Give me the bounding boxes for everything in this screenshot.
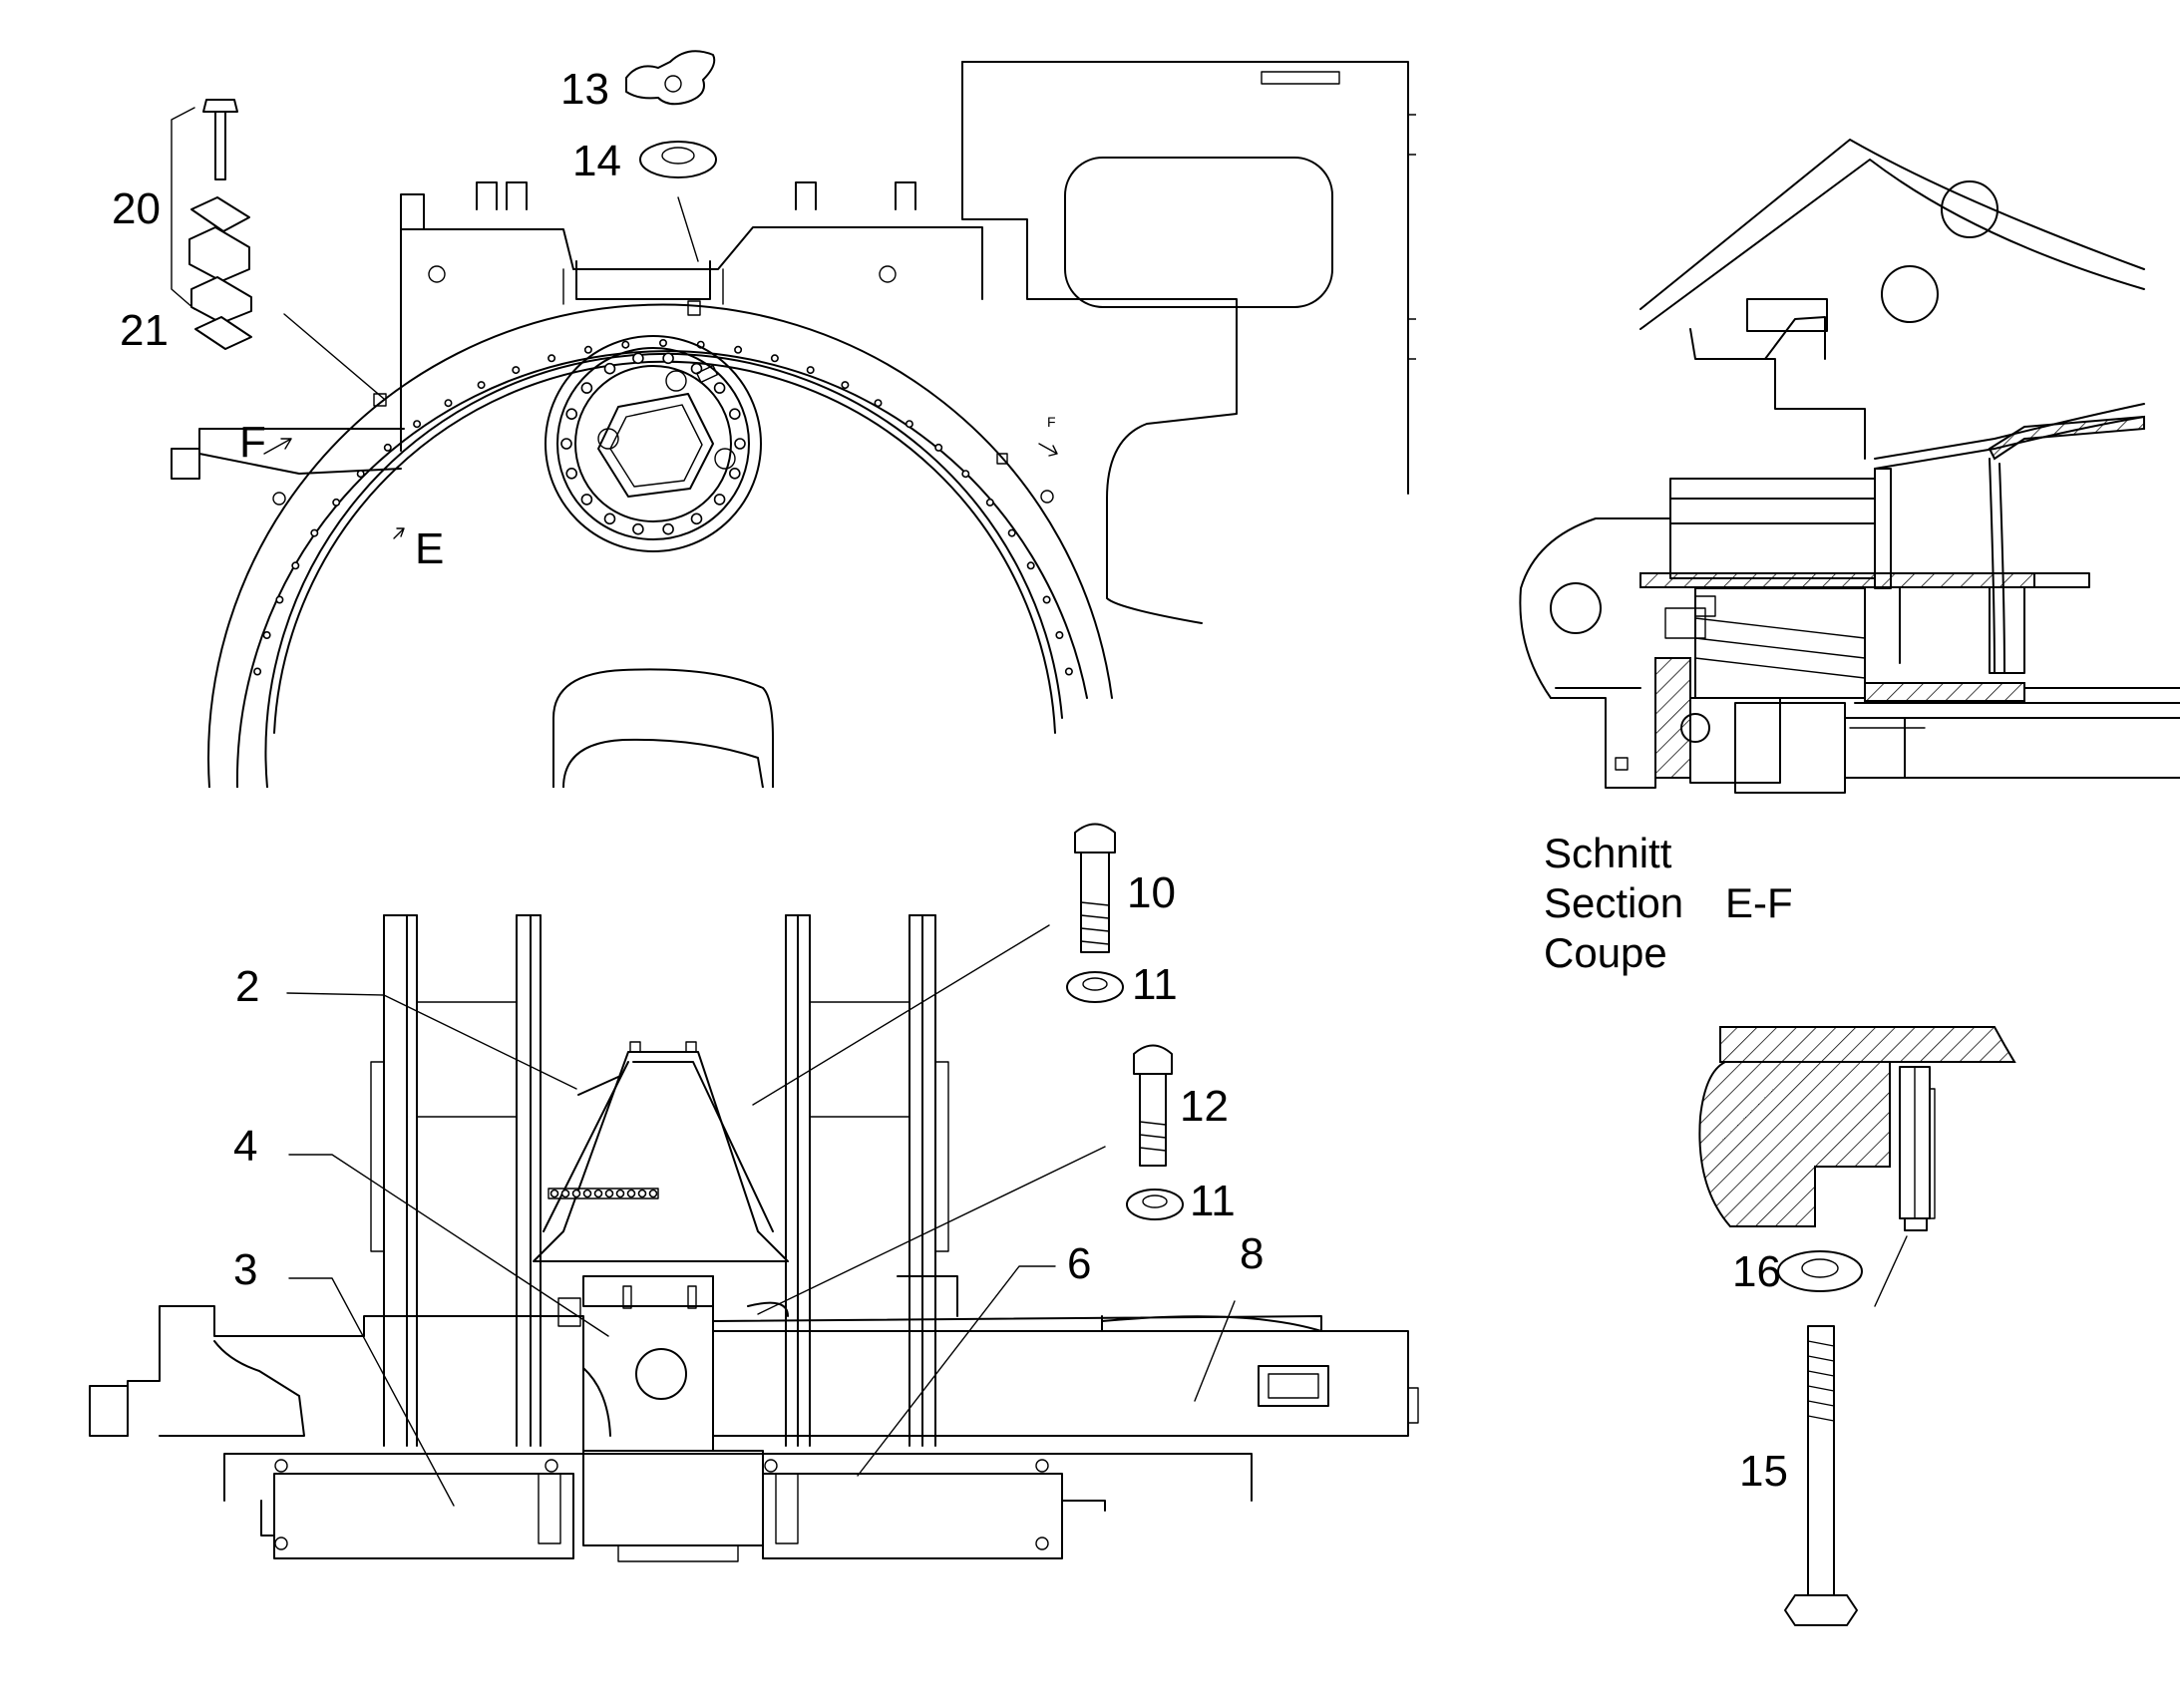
bolt-hole: [549, 1189, 559, 1198]
bolt-hole: [905, 420, 913, 429]
section-mark-f-left: F: [239, 418, 266, 467]
bolt-hole: [560, 438, 572, 450]
bolt-hole: [275, 595, 284, 604]
bolt-hole: [565, 467, 578, 480]
bolt-hole: [985, 498, 994, 507]
caption-section-id: E-F: [1725, 879, 1793, 926]
washer-11-lower: [1126, 1189, 1184, 1220]
drive-flange: [545, 335, 762, 552]
bolt-hole: [734, 345, 743, 354]
bolt-hole: [582, 1189, 592, 1198]
bolt-hole: [662, 352, 674, 365]
bolt-hole: [565, 408, 578, 421]
callout-20: 20: [112, 184, 161, 233]
callout-11-lower: 11: [1190, 1177, 1236, 1225]
bolt-hole: [1064, 667, 1073, 676]
bolt-hole: [728, 467, 741, 480]
bolt-hole: [626, 1189, 636, 1198]
bolt-hole: [603, 512, 616, 525]
callout-4: 4: [233, 1122, 257, 1171]
bolt-hole: [444, 399, 453, 408]
callout-12: 12: [1180, 1082, 1229, 1131]
bolt-hole: [253, 667, 262, 676]
section-mark-e: E: [415, 524, 444, 573]
callout-labels: 13 14 20 21 2 4 3 6 8 10 11 12 11 16 15 …: [112, 65, 1788, 1496]
ring-bolt-holes: [253, 338, 1073, 676]
callout-15: 15: [1739, 1447, 1788, 1496]
callout-10: 10: [1127, 868, 1176, 917]
bolt-hole: [413, 420, 422, 429]
bolt-hole: [621, 340, 630, 349]
clamp-set-20-21: [171, 99, 252, 350]
bottom-view-assembly: [89, 914, 1419, 1562]
wing-nut-13: [625, 50, 716, 106]
caption-schnitt: Schnitt: [1544, 830, 1672, 876]
bolt-hole: [662, 522, 674, 535]
bolt-10: [1074, 823, 1116, 953]
bolt-hole: [961, 470, 970, 479]
bolt-hole: [713, 382, 726, 394]
bolt-hole: [615, 1189, 625, 1198]
bolt-hole: [637, 1189, 647, 1198]
bolt-hole: [580, 494, 593, 506]
callout-16: 16: [1732, 1247, 1781, 1296]
bolt-hole: [291, 561, 300, 570]
bolt-hole: [356, 470, 365, 479]
callout-8: 8: [1240, 1229, 1264, 1278]
bolt-hole: [734, 438, 746, 450]
bolt-hole: [1042, 595, 1051, 604]
bolt-hole: [580, 382, 593, 394]
caption-section: Section: [1544, 879, 1683, 926]
callout-13: 13: [560, 65, 609, 114]
washer-14: [639, 141, 717, 178]
bolt-hole: [1007, 528, 1016, 537]
bolt-hole: [383, 443, 392, 452]
callout-14: 14: [572, 137, 621, 185]
bolt-hole: [874, 399, 883, 408]
callout-2: 2: [235, 962, 259, 1011]
washer-11-upper: [1066, 971, 1124, 1003]
callout-21: 21: [120, 306, 169, 355]
bolt-hole: [1055, 630, 1064, 639]
bolt-hole: [1026, 561, 1035, 570]
callout-11-upper: 11: [1132, 960, 1178, 1009]
bolt-hole: [658, 338, 667, 347]
section-e-f-view: [1519, 139, 2180, 794]
bolt-hole: [512, 366, 521, 375]
callout-3: 3: [233, 1245, 257, 1294]
bolt-hole: [632, 352, 644, 365]
bolt-hole: [547, 354, 556, 363]
bolt-15: [1784, 1325, 1858, 1626]
bolt-hole: [560, 1189, 570, 1198]
bolt-12: [1133, 1044, 1173, 1167]
bolt-hole: [806, 366, 815, 375]
bolt-hole: [632, 522, 644, 535]
section-mark-f-right: F: [1047, 414, 1056, 430]
bolt-hole: [571, 1189, 581, 1198]
callout-6: 6: [1067, 1239, 1091, 1288]
bolt-hole: [841, 381, 850, 390]
section-caption: Schnitt Section E-F Coupe: [1544, 830, 1793, 976]
bolt-hole: [593, 1189, 603, 1198]
bolt-hole: [477, 381, 486, 390]
detail-bolt-section: [1698, 1026, 2016, 1307]
bolt-hole: [648, 1189, 658, 1198]
bolt-hole: [934, 443, 943, 452]
bolt-hole: [604, 1189, 614, 1198]
bolt-hole: [603, 362, 616, 375]
bolt-hole: [310, 528, 319, 537]
bolt-hole: [332, 498, 341, 507]
top-view-ring-assembly: [171, 61, 1416, 788]
bolt-hole: [690, 512, 703, 525]
bolt-hole: [770, 354, 779, 363]
washer-16: [1777, 1250, 1863, 1292]
bolt-hole: [262, 630, 271, 639]
bolt-hole: [728, 408, 741, 421]
bolt-hole: [583, 345, 592, 354]
caption-coupe: Coupe: [1544, 929, 1667, 976]
bolt-hole: [713, 494, 726, 506]
